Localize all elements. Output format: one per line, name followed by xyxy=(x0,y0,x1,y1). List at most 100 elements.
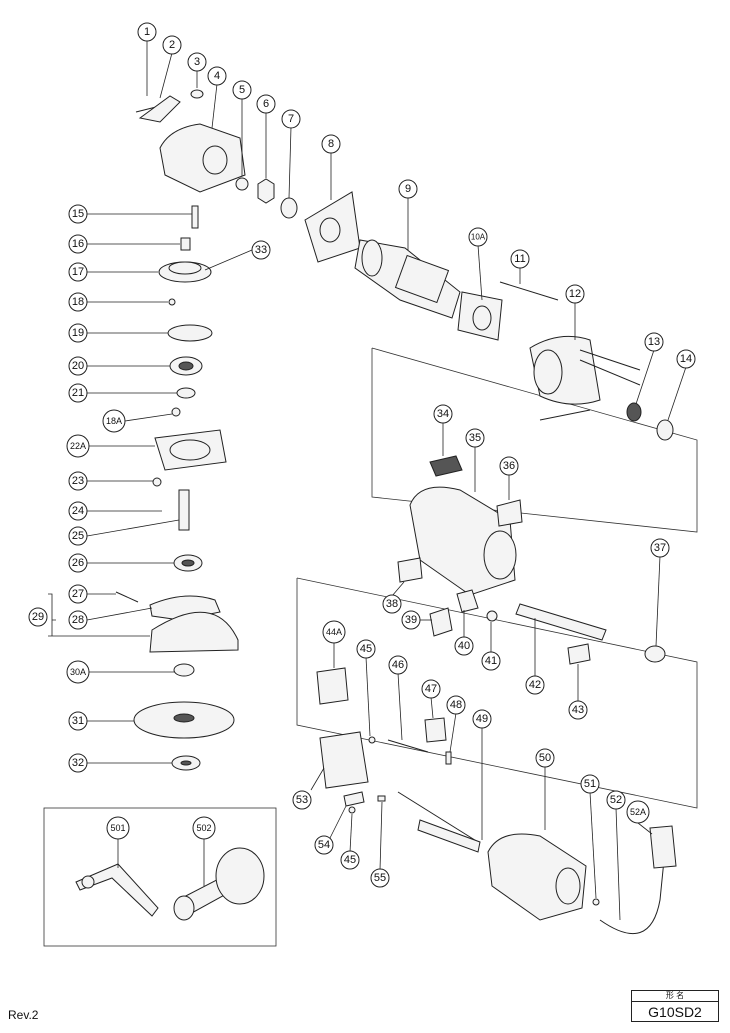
callout-label: 25 xyxy=(72,530,84,542)
callout-label: 43 xyxy=(572,704,584,716)
callout-33: 33 xyxy=(204,240,271,271)
callout-16: 16 xyxy=(68,234,180,254)
revision-label: Rev.2 xyxy=(8,1008,39,1022)
callout-label: 29 xyxy=(32,611,44,623)
callout-34: 34 xyxy=(433,404,453,456)
callout-24: 24 xyxy=(68,501,162,521)
callout-label: 8 xyxy=(328,138,334,150)
callout-label: 52A xyxy=(630,807,646,817)
callout-40: 40 xyxy=(454,610,474,656)
callout-label: 26 xyxy=(72,557,84,569)
callout-50: 50 xyxy=(535,748,555,830)
callout-28: 28 xyxy=(68,607,153,630)
callout-label: 33 xyxy=(255,244,267,256)
callout-8: 8 xyxy=(321,134,341,200)
callout-label: 50 xyxy=(539,752,551,764)
callout-52: 52 xyxy=(606,790,626,921)
callout-11: 11 xyxy=(510,249,530,284)
callout-label: 53 xyxy=(296,794,308,806)
callout-55: 55 xyxy=(370,801,390,888)
callout-label: 19 xyxy=(72,327,84,339)
callout-label: 9 xyxy=(405,183,411,195)
callout-41: 41 xyxy=(481,622,501,671)
callout-6: 6 xyxy=(256,94,276,178)
model-name-header: 形 名 xyxy=(632,991,718,1002)
callout-label: 37 xyxy=(654,542,666,554)
callout-32: 32 xyxy=(68,753,172,773)
accessory-group-frame xyxy=(43,807,277,947)
callout-label: 14 xyxy=(680,353,692,365)
callout-29: 29 xyxy=(28,593,150,637)
motor-housing-parts xyxy=(397,455,666,665)
callout-label: 45 xyxy=(360,643,372,655)
callout-36: 36 xyxy=(499,456,519,500)
callout-51: 51 xyxy=(580,774,600,899)
callout-27: 27 xyxy=(68,584,116,604)
callout-502: 502 xyxy=(192,816,216,886)
callout-20: 20 xyxy=(68,356,170,376)
callout-45-upper: 45 xyxy=(356,639,376,737)
callout-label: 6 xyxy=(263,98,269,110)
gear-cover-parts xyxy=(135,89,361,263)
switch-group-frame xyxy=(296,577,698,809)
callout-19: 19 xyxy=(68,323,168,343)
callout-label: 44A xyxy=(326,627,342,637)
callout-label: 21 xyxy=(72,387,84,399)
callout-label: 1 xyxy=(144,26,150,38)
callout-label: 30A xyxy=(70,667,86,677)
spindle-stack-parts xyxy=(152,205,227,572)
callout-49: 49 xyxy=(472,709,492,840)
callout-23: 23 xyxy=(68,471,153,491)
callout-47: 47 xyxy=(421,679,441,719)
callout-13: 13 xyxy=(635,332,664,405)
callout-7: 7 xyxy=(281,109,301,199)
callout-label: 3 xyxy=(194,56,200,68)
callout-label: 39 xyxy=(405,614,417,626)
callout-48: 48 xyxy=(446,695,466,753)
callout-label: 51 xyxy=(584,778,596,790)
callout-3: 3 xyxy=(187,52,207,88)
callout-42: 42 xyxy=(525,618,545,695)
callout-label: 41 xyxy=(485,655,497,667)
callout-label: 17 xyxy=(72,266,84,278)
callout-54: 54 xyxy=(314,805,347,855)
callout-label: 15 xyxy=(72,208,84,220)
callout-39: 39 xyxy=(401,610,432,630)
wheel-guard-parts xyxy=(115,591,239,771)
callout-38: 38 xyxy=(382,581,405,614)
accessory-parts xyxy=(75,847,265,921)
callout-label: 45 xyxy=(344,854,356,866)
callout-45-lower: 45 xyxy=(340,813,360,870)
callout-9: 9 xyxy=(398,179,418,250)
callout-label: 28 xyxy=(72,614,84,626)
switch-parts xyxy=(316,667,452,814)
callout-label: 22A xyxy=(70,441,86,451)
callout-15: 15 xyxy=(68,204,192,224)
callout-label: 52 xyxy=(610,794,622,806)
callout-label: 502 xyxy=(196,823,211,833)
callout-label: 501 xyxy=(110,823,125,833)
callout-52A: 52A xyxy=(626,800,653,835)
callout-label: 31 xyxy=(72,715,84,727)
callout-5: 5 xyxy=(232,80,252,176)
callout-label: 5 xyxy=(239,84,245,96)
callout-label: 13 xyxy=(648,336,660,348)
callout-label: 34 xyxy=(437,408,449,420)
callout-label: 23 xyxy=(72,475,84,487)
callout-label: 35 xyxy=(469,432,481,444)
callout-label: 49 xyxy=(476,713,488,725)
callout-53: 53 xyxy=(292,767,325,810)
callout-14: 14 xyxy=(667,349,696,421)
model-name-value: G10SD2 xyxy=(648,1004,702,1020)
callout-25: 25 xyxy=(68,519,180,546)
callout-label: 40 xyxy=(458,640,470,652)
callout-26: 26 xyxy=(68,553,174,573)
callout-43: 43 xyxy=(568,664,588,720)
callout-label: 54 xyxy=(318,839,330,851)
callout-31: 31 xyxy=(68,711,134,731)
callout-label: 48 xyxy=(450,699,462,711)
motor-housing-group-frame xyxy=(371,347,698,533)
callout-label: 32 xyxy=(72,757,84,769)
callout-30A: 30A xyxy=(66,660,174,684)
